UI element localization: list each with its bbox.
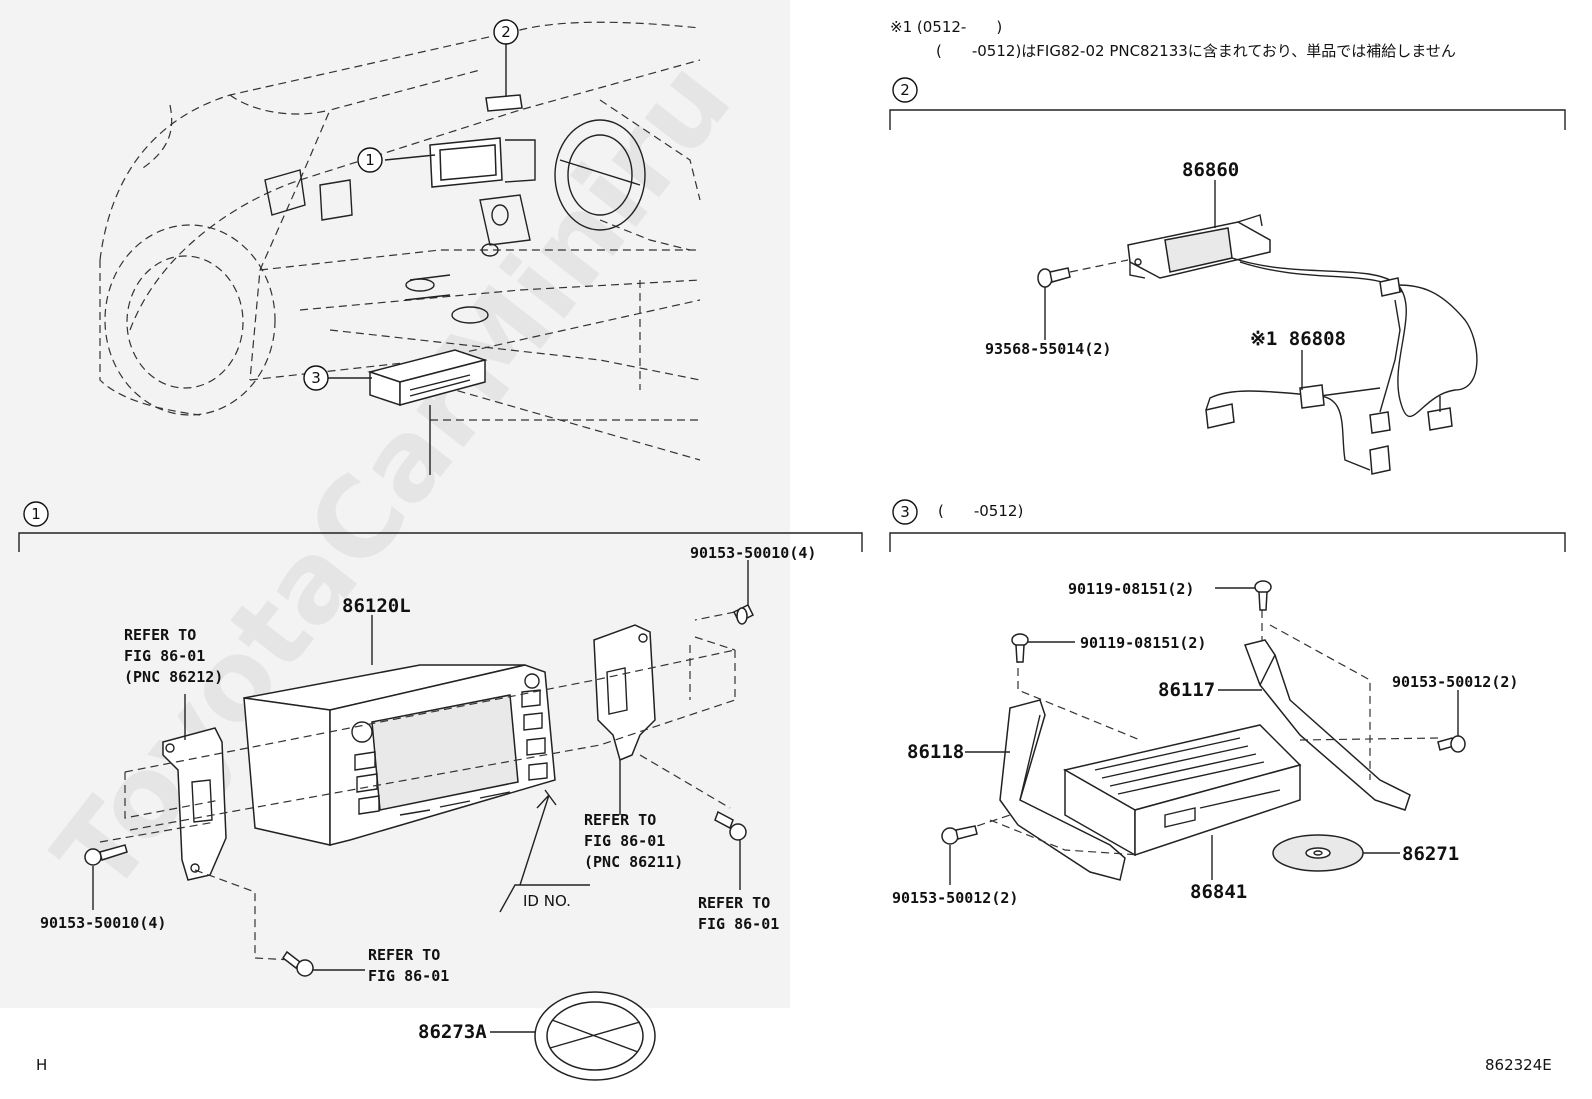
label-bolt-left: 90153-50010(4) xyxy=(40,914,166,932)
bracket-86117 xyxy=(1244,639,1411,811)
svg-text:REFER TO: REFER TO xyxy=(584,811,656,829)
label-86118: 86118 xyxy=(907,741,964,763)
label-86271: 86271 xyxy=(1402,843,1459,865)
callout-3-overview: 3 xyxy=(303,365,372,391)
svg-text:FIG 86-01: FIG 86-01 xyxy=(368,967,449,985)
svg-text:1: 1 xyxy=(365,151,375,169)
svg-text:FIG 86-01: FIG 86-01 xyxy=(698,915,779,933)
bottom-panel-background xyxy=(0,1008,790,1099)
callout-2-overview: 2 xyxy=(493,19,519,96)
bracket-86118 xyxy=(999,699,1126,881)
section-1: 1 86120L xyxy=(18,501,863,1081)
note-line-1: ※1 (0512- ) xyxy=(890,18,1002,36)
bolt-90119-08151-a xyxy=(1254,580,1272,611)
bolt-90153-50010-left xyxy=(84,844,128,866)
section-2-label: 2 xyxy=(900,81,910,99)
svg-text:2: 2 xyxy=(501,23,511,41)
label-86860: 86860 xyxy=(1182,159,1239,181)
label-86273A: 86273A xyxy=(418,1021,487,1043)
bolt-90153-50010-top xyxy=(732,603,755,625)
label-bolt-d: 90153-50012(2) xyxy=(892,889,1018,907)
bolt-refer-right xyxy=(714,810,747,841)
note-block: ※1 (0512- ) ( -0512)はFIG82-02 PNC82133に含… xyxy=(890,18,1456,60)
label-bolt-c: 90153-50012(2) xyxy=(1392,673,1518,691)
svg-text:3: 3 xyxy=(311,369,321,387)
svg-text:FIG 86-01: FIG 86-01 xyxy=(124,647,205,665)
label-bolt-a: 90119-08151(2) xyxy=(1068,580,1194,598)
label-id-no: ID NO. xyxy=(523,892,571,910)
svg-text:FIG 86-01: FIG 86-01 xyxy=(584,832,665,850)
svg-text:REFER TO: REFER TO xyxy=(124,626,196,644)
disc-86271 xyxy=(1272,834,1364,872)
label-86808: ※1 86808 xyxy=(1250,328,1346,350)
vehicle-overview-illustration xyxy=(99,21,701,475)
label-bolt-top: 90153-50010(4) xyxy=(690,544,816,562)
callout-1-overview: 1 xyxy=(357,147,436,173)
bolt-90153-50012-left xyxy=(941,825,978,845)
right-bracket xyxy=(593,624,656,762)
svg-text:REFER TO: REFER TO xyxy=(368,946,440,964)
svg-text:REFER TO: REFER TO xyxy=(698,894,770,912)
footer-figure-id: 862324E xyxy=(1485,1056,1552,1074)
screw-93568-55014 xyxy=(1037,267,1071,288)
bolt-90119-08151-b xyxy=(1011,633,1029,663)
svg-text:(PNC 86211): (PNC 86211) xyxy=(584,853,683,871)
head-unit-86120L xyxy=(243,664,556,846)
footer-left-code: H xyxy=(36,1056,47,1074)
section-3-range: ( -0512) xyxy=(938,502,1023,520)
section-2: 2 86860 xyxy=(889,77,1566,475)
section-1-label: 1 xyxy=(31,505,41,523)
wire-harness-86808 xyxy=(1205,257,1478,475)
amplifier-86841 xyxy=(1062,724,1302,857)
disc-ring-86273A xyxy=(534,991,656,1081)
label-86117: 86117 xyxy=(1158,679,1215,701)
svg-text:(PNC 86212): (PNC 86212) xyxy=(124,668,223,686)
label-86120L: 86120L xyxy=(342,595,411,617)
note-line-2: ( -0512)はFIG82-02 PNC82133に含まれており、単品では補給… xyxy=(936,42,1456,60)
label-screw: 93568-55014(2) xyxy=(985,340,1111,358)
section-3: 3 ( -0512) 86841 86118 xyxy=(889,499,1566,907)
right-panel-background xyxy=(790,0,1592,1099)
bolt-90153-50012-right xyxy=(1437,735,1466,753)
section-3-label: 3 xyxy=(900,503,910,521)
label-86841: 86841 xyxy=(1190,881,1247,903)
antenna-86860 xyxy=(1127,214,1271,279)
label-bolt-b: 90119-08151(2) xyxy=(1080,634,1206,652)
bolt-refer-bottom xyxy=(281,950,314,977)
